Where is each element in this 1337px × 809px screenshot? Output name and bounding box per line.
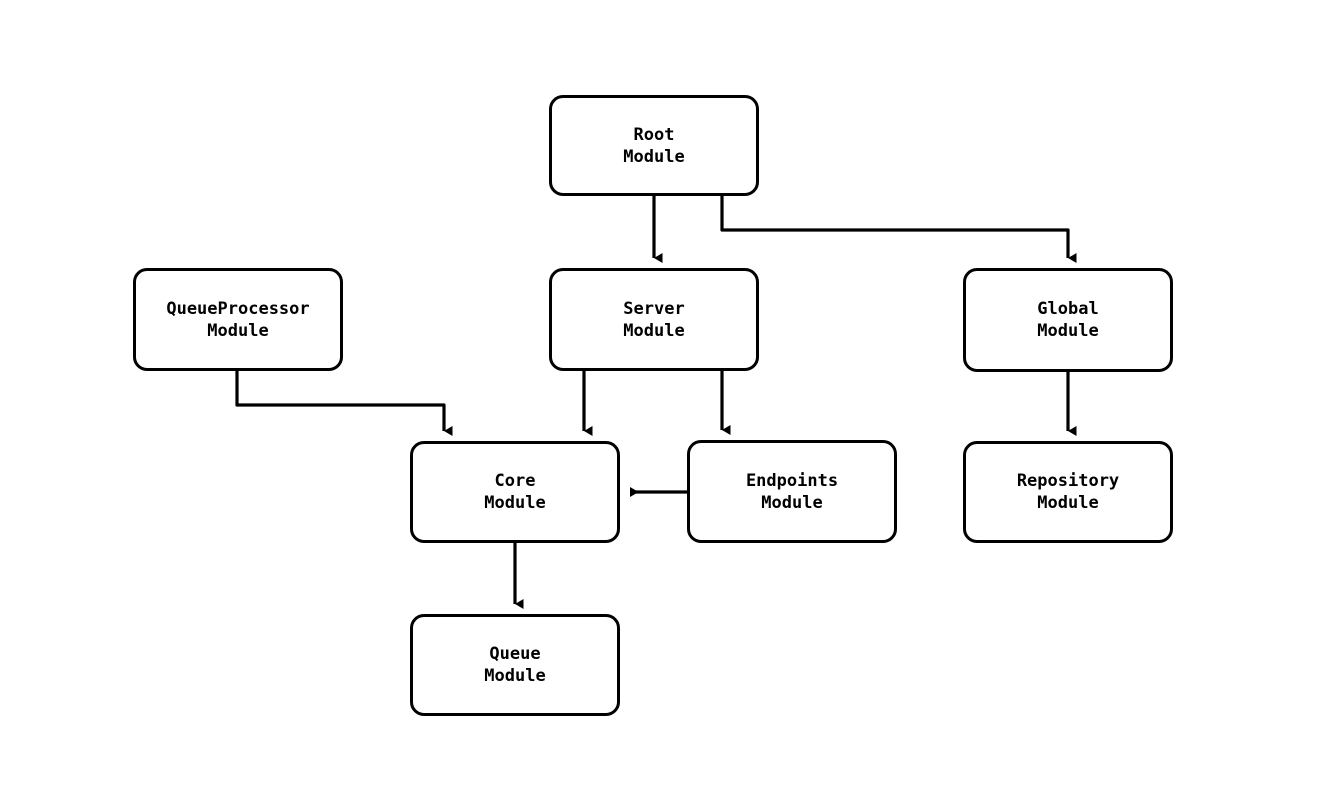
node-queue-module-line2: Module (484, 666, 546, 686)
node-endpoints-module-line2: Module (761, 492, 823, 513)
node-root-module-line2: Module (623, 146, 685, 167)
node-server-module-line2: Module (623, 320, 685, 341)
edge-root-to-global (720, 196, 1077, 263)
node-repository-module-line1: Repository (1016, 471, 1120, 491)
edge-queueprocessor-to-core (235, 371, 453, 436)
node-repository-module-line2: Module (1037, 493, 1099, 513)
node-endpoints-module[interactable]: Endpoints Module (687, 440, 897, 543)
node-server-module-line1: Server (623, 298, 685, 319)
node-root-module-line1: Root (633, 124, 675, 145)
node-global-module[interactable]: Global Module (963, 268, 1173, 372)
node-endpoints-module-line1: Endpoints (745, 470, 839, 491)
node-repository-module[interactable]: Repository Module (963, 441, 1173, 543)
node-core-module-line2: Module (484, 493, 546, 513)
node-queueprocessor-module-line1: QueueProcessor (166, 298, 310, 319)
node-server-module[interactable]: Server Module (549, 268, 759, 371)
node-queue-module-line1: Queue (489, 644, 541, 664)
node-queueprocessor-module[interactable]: QueueProcessor Module (133, 268, 343, 371)
node-queueprocessor-module-line2: Module (207, 320, 269, 341)
node-root-module[interactable]: Root Module (549, 95, 759, 196)
node-core-module[interactable]: Core Module (410, 441, 620, 543)
node-queue-module[interactable]: Queue Module (410, 614, 620, 716)
node-core-module-line1: Core (494, 471, 536, 491)
node-global-module-line2: Module (1037, 321, 1099, 341)
node-global-module-line1: Global (1037, 299, 1099, 319)
